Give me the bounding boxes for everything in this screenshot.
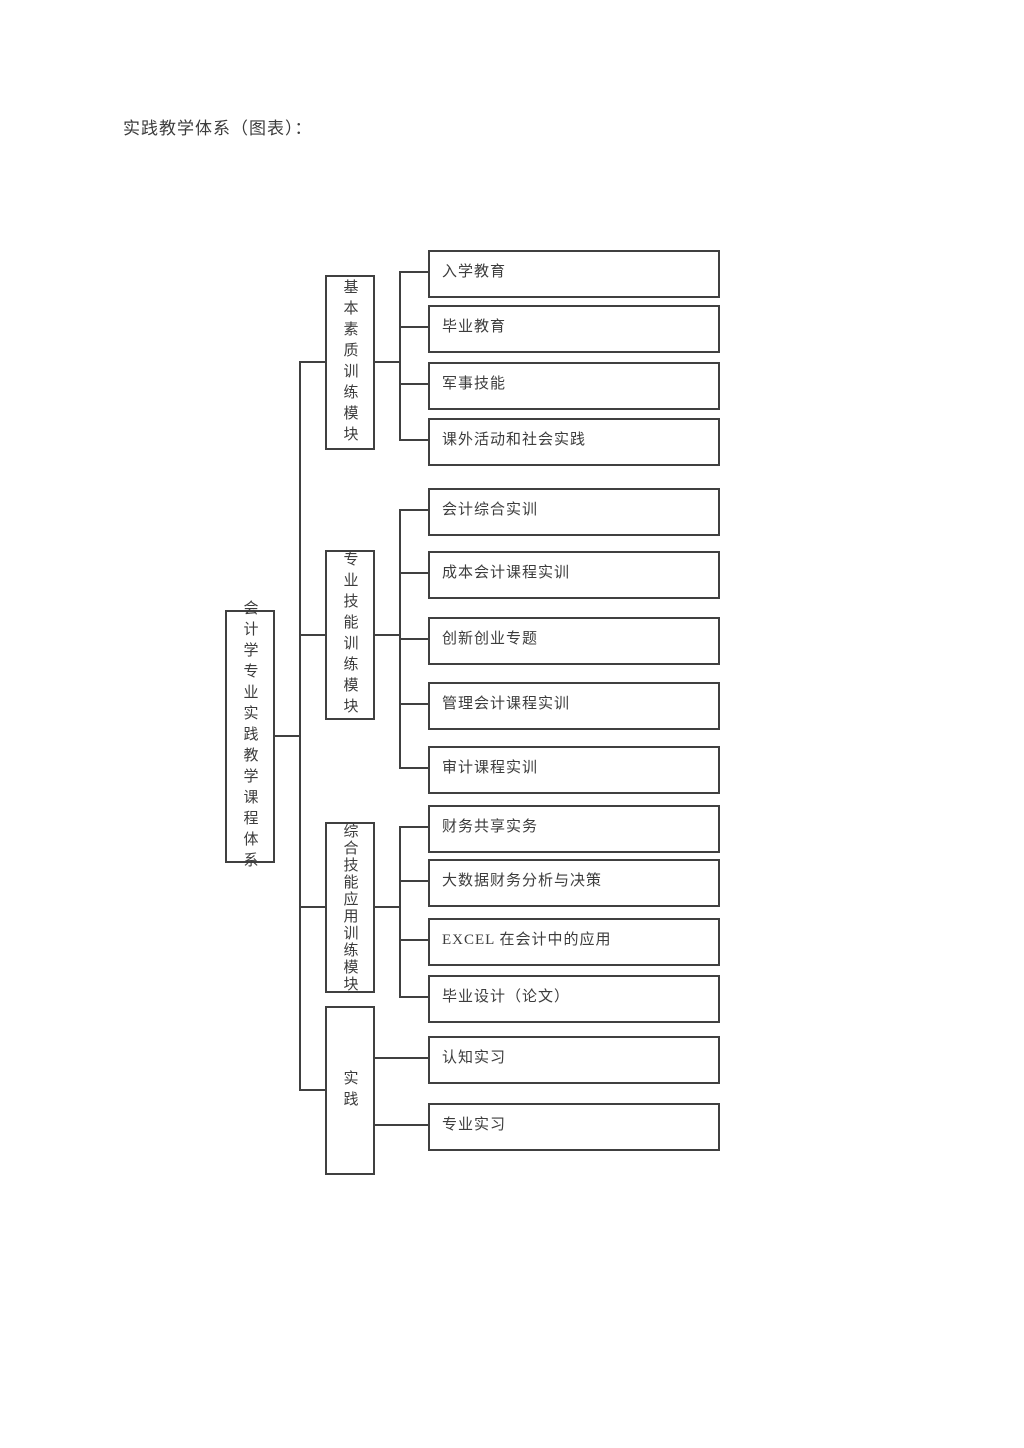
child-box-label: 审计课程实训 <box>442 760 539 776</box>
stub-child <box>399 271 428 273</box>
module-box-practice: 实践 <box>325 1006 375 1175</box>
module-box-professional-skills: 专业技能训练模块 <box>325 550 375 720</box>
stub-child <box>375 1057 428 1059</box>
bracket-module3 <box>399 826 401 998</box>
child-box: 毕业设计（论文） <box>428 975 720 1023</box>
connector-module2-bracket <box>375 634 400 636</box>
stub-child <box>399 572 428 574</box>
child-box: 专业实习 <box>428 1103 720 1151</box>
child-box: EXCEL 在会计中的应用 <box>428 918 720 966</box>
child-box: 管理会计课程实训 <box>428 682 720 730</box>
stub-child <box>399 326 428 328</box>
page-title: 实践教学体系（图表）： <box>123 119 313 138</box>
stub-child <box>399 826 428 828</box>
child-box: 入学教育 <box>428 250 720 298</box>
stub-child <box>399 509 428 511</box>
child-box-label: EXCEL 在会计中的应用 <box>442 932 612 948</box>
module-label: 专业技能训练模块 <box>341 551 358 719</box>
child-box: 军事技能 <box>428 362 720 410</box>
root-box-label: 会计学专业实践教学课程体系 <box>241 600 258 873</box>
child-box-label: 会计综合实训 <box>442 502 539 518</box>
connector-module1-bracket <box>375 361 400 363</box>
child-box-label: 大数据财务分析与决策 <box>442 873 603 889</box>
child-box-label: 毕业设计（论文） <box>442 989 571 1005</box>
child-box: 审计课程实训 <box>428 746 720 794</box>
stub-child <box>399 638 428 640</box>
root-box: 会计学专业实践教学课程体系 <box>225 600 275 873</box>
connector-module3-bracket <box>375 906 400 908</box>
child-box-label: 成本会计课程实训 <box>442 565 571 581</box>
connector-trunk-module4 <box>300 1089 325 1091</box>
module-label: 实践 <box>341 1069 358 1112</box>
bracket-module1 <box>399 271 401 441</box>
child-box-label: 认知实习 <box>442 1050 507 1066</box>
child-box: 财务共享实务 <box>428 805 720 853</box>
module-box-comprehensive-skills: 综合技能应用训练模块 <box>325 822 375 993</box>
stub-child <box>399 767 428 769</box>
child-box: 创新创业专题 <box>428 617 720 665</box>
child-box: 会计综合实训 <box>428 488 720 536</box>
connector-trunk-module2 <box>300 634 325 636</box>
child-box: 毕业教育 <box>428 305 720 353</box>
stub-child <box>399 439 428 441</box>
child-box-label: 毕业教育 <box>442 319 507 335</box>
stub-child <box>399 939 428 941</box>
child-box: 课外活动和社会实践 <box>428 418 720 466</box>
child-box-label: 入学教育 <box>442 264 507 280</box>
child-box: 成本会计课程实训 <box>428 551 720 599</box>
stub-child <box>399 383 428 385</box>
child-box-label: 创新创业专题 <box>442 631 539 647</box>
connector-root-trunk <box>275 735 300 737</box>
connector-trunk-module3 <box>300 906 325 908</box>
connector-trunk <box>299 361 301 1091</box>
module-label: 基本素质训练模块 <box>341 278 358 447</box>
stub-child <box>399 703 428 705</box>
child-box-label: 专业实习 <box>442 1117 507 1133</box>
stub-child <box>375 1124 428 1126</box>
connector-trunk-module1 <box>300 361 325 363</box>
child-box: 认知实习 <box>428 1036 720 1084</box>
module-box-basic-quality: 基本素质训练模块 <box>325 275 375 450</box>
child-box-label: 管理会计课程实训 <box>442 696 571 712</box>
stub-child <box>399 996 428 998</box>
stub-child <box>399 880 428 882</box>
child-box: 大数据财务分析与决策 <box>428 859 720 907</box>
module-label: 综合技能应用训练模块 <box>341 822 358 993</box>
child-box-label: 课外活动和社会实践 <box>442 432 587 448</box>
child-box-label: 军事技能 <box>442 376 507 392</box>
child-box-label: 财务共享实务 <box>442 819 539 835</box>
